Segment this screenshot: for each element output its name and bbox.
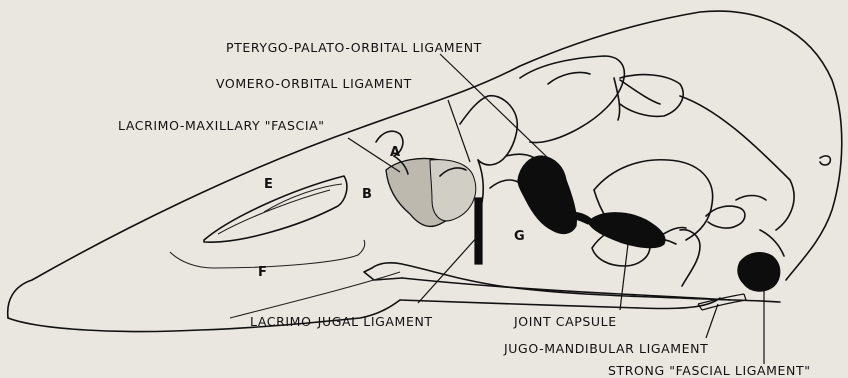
label-pterygo-palato-orbital-ligament: PTERYGO-PALATO-ORBITAL LIGAMENT	[226, 40, 482, 55]
label-lacrimo-maxillary-fascia: LACRIMO-MAXILLARY "FASCIA"	[118, 118, 325, 133]
lacrimo-jugal-bar	[475, 198, 482, 264]
letter-g: G	[514, 229, 525, 244]
label-joint-capsule: JOINT CAPSULE	[513, 314, 617, 329]
jugo-mandibular-shape	[698, 294, 746, 310]
label-jugo-mandibular-ligament: JUGO-MANDIBULAR LIGAMENT	[503, 341, 708, 356]
joint-capsule-shape	[588, 213, 665, 248]
label-vomero-orbital-ligament: VOMERO-ORBITAL LIGAMENT	[216, 76, 412, 91]
letter-a: A	[390, 145, 400, 160]
letter-e: E	[264, 177, 273, 192]
letter-f: F	[258, 265, 267, 280]
label-lacrimo-jugal-ligament: LACRIMO-JUGAL LIGAMENT	[250, 314, 433, 329]
pterygo-ligament-shape	[518, 156, 576, 233]
orbit-structures	[460, 56, 830, 286]
letter-b: B	[362, 187, 372, 202]
fascial-ligament-shape	[738, 253, 780, 291]
label-strong-fascial-ligament: STRONG "FASCIAL LIGAMENT"	[608, 363, 811, 378]
